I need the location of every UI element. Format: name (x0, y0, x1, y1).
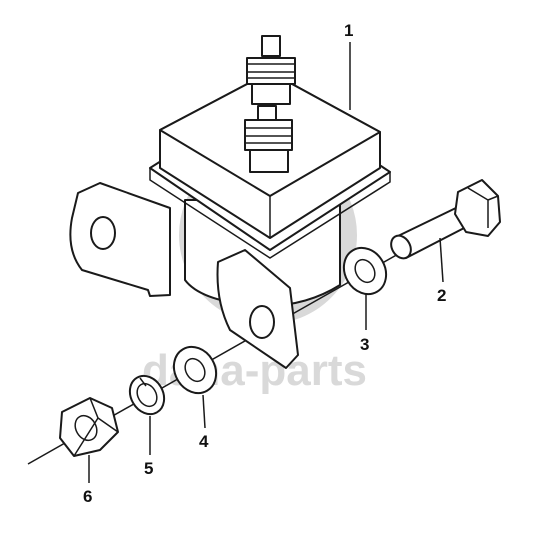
callout-3: 3 (360, 335, 369, 354)
hex-nut (59, 397, 119, 457)
leader-line-2 (439, 237, 444, 283)
flat-washer (172, 345, 218, 395)
terminal-stud-lower (244, 105, 293, 173)
bolt (390, 179, 501, 260)
leader-line-4 (202, 394, 206, 429)
terminal-stud-upper (246, 35, 296, 105)
callout-5: 5 (144, 459, 153, 478)
lock-washer (128, 374, 166, 416)
callout-2: 2 (437, 286, 446, 305)
callout-4: 4 (199, 432, 209, 451)
washer-bolt-side (342, 246, 388, 296)
callout-1: 1 (344, 21, 353, 40)
callout-6: 6 (83, 487, 92, 506)
relay-body (69, 35, 391, 369)
